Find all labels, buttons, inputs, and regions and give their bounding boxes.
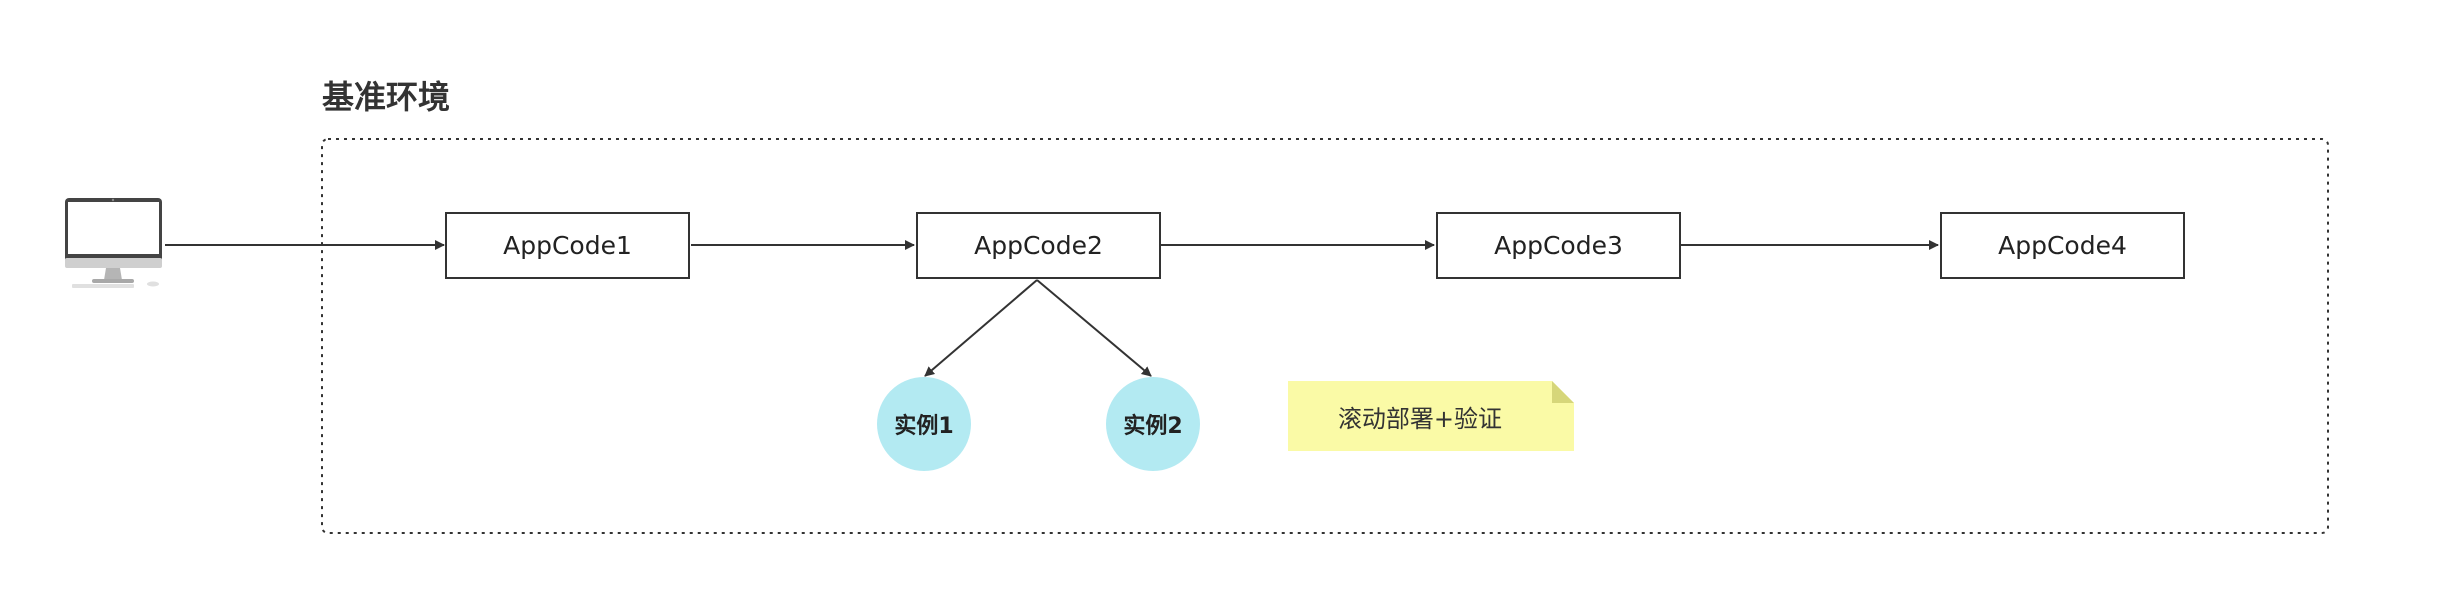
connector-appcode2-to-instance2 — [1036, 279, 1152, 377]
node-appcode4[interactable]: AppCode4 — [1940, 212, 2185, 279]
instance-node-1[interactable]: 实例1 — [877, 377, 971, 471]
group-boundary — [321, 138, 2329, 534]
connector-appcode2-to-instance1 — [924, 279, 1038, 377]
sticky-note-text: 滚动部署+验证 — [1337, 404, 1503, 433]
desktop-computer-icon — [62, 196, 168, 296]
node-appcode3[interactable]: AppCode3 — [1436, 212, 1681, 279]
sticky-note[interactable]: 滚动部署+验证 — [1288, 381, 1574, 451]
group-title: 基准环境 — [322, 78, 451, 116]
sticky-note-shape — [1288, 381, 1574, 451]
node-appcode2[interactable]: AppCode2 — [916, 212, 1161, 279]
instance-node-2[interactable]: 实例2 — [1106, 377, 1200, 471]
node-appcode1[interactable]: AppCode1 — [445, 212, 690, 279]
